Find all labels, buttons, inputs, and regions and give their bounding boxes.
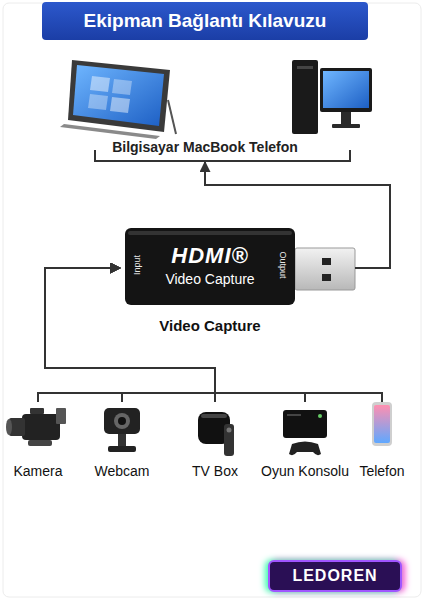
connector-arrow (38, 268, 215, 402)
connector-arrow (45, 268, 382, 402)
device-name: TV Box (187, 462, 243, 480)
port-label: Output (277, 230, 289, 300)
connector-arrow (45, 268, 215, 402)
capture-device: HDMI®Video CaptureInputOutputVideo Captu… (120, 225, 355, 337)
tvbox-icon (198, 412, 234, 456)
source-device: Telefon (354, 402, 410, 484)
device-name: Telefon (354, 462, 410, 480)
source-device: Oyun Konsolu (257, 402, 353, 484)
connector-arrow (45, 268, 305, 402)
source-device: Kamera (9, 402, 67, 484)
title-banner: Ekipman Bağlantı Kılavuzu (42, 2, 368, 40)
console-icon (283, 410, 327, 455)
device-label: Video Capture (120, 317, 300, 335)
source-device: Webcam (91, 402, 154, 484)
device-name: Webcam (91, 462, 154, 480)
brand-badge: LEDOREN (268, 560, 402, 592)
capture-device-body (125, 228, 355, 305)
title-text: Ekipman Bağlantı Kılavuzu (42, 2, 368, 40)
device-name: Kamera (9, 462, 67, 480)
device-name: Oyun Konsolu (257, 462, 353, 480)
phone-icon (372, 402, 392, 446)
page-frame (3, 3, 421, 597)
brand-label: LEDOREN (270, 562, 400, 590)
target-label: Bilgisayar MacBook Telefon (50, 138, 360, 156)
camera-icon (6, 408, 66, 446)
device-text: Video Capture (125, 270, 295, 288)
hdmi-logo: HDMI® (125, 243, 295, 269)
computer-group: Bilgisayar MacBook Telefon (50, 50, 380, 162)
webcam-icon (104, 408, 140, 452)
laptop-icon (60, 60, 176, 139)
source-device: TV Box (187, 402, 243, 484)
connector-arrow (45, 268, 215, 402)
port-label: Input (131, 230, 143, 300)
desktop-icon (292, 60, 372, 134)
